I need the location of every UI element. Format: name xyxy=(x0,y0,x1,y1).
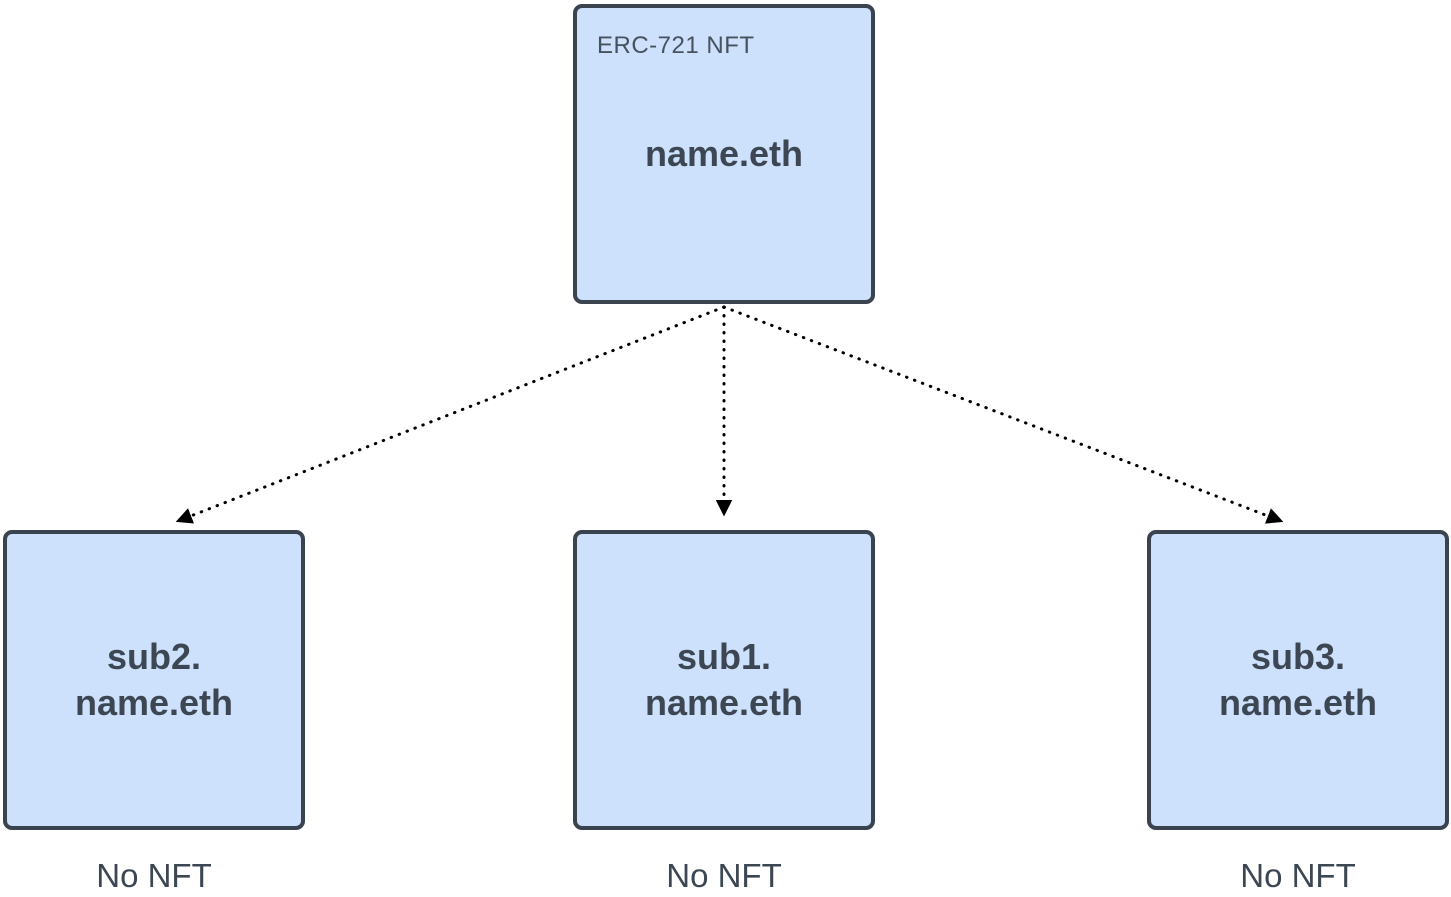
node-sub3-label-line1: sub3. xyxy=(1250,636,1345,677)
edge-root-to-sub3 xyxy=(722,305,1284,524)
node-sub1-label-line1: sub1. xyxy=(676,636,771,677)
node-sub2-label: sub2. name.eth xyxy=(75,634,233,726)
node-sub1-label-line2: name.eth xyxy=(644,682,804,723)
node-sub3-name-eth: sub3. name.eth xyxy=(1147,530,1449,830)
node-sub3-label: sub3. name.eth xyxy=(1219,634,1377,726)
node-sub1-label: sub1. name.eth xyxy=(645,634,803,726)
status-label-sub2: No NFT xyxy=(96,857,212,894)
status-label-sub1: No NFT xyxy=(666,857,782,894)
node-sub1-name-eth: sub1. name.eth xyxy=(573,530,875,830)
edge-root-to-sub2 xyxy=(175,305,726,524)
node-sub3-label-line2: name.eth xyxy=(1218,682,1378,723)
node-name-eth-label: name.eth xyxy=(644,133,804,174)
node-sub2-label-line2: name.eth xyxy=(74,682,234,723)
status-label-sub3: No NFT xyxy=(1240,857,1356,894)
node-sub2-label-line1: sub2. xyxy=(106,636,201,677)
node-sub2-name-eth: sub2. name.eth xyxy=(3,530,305,830)
nft-type-label: ERC-721 NFT xyxy=(597,32,755,59)
node-name-eth: ERC-721 NFT name.eth xyxy=(573,4,875,304)
